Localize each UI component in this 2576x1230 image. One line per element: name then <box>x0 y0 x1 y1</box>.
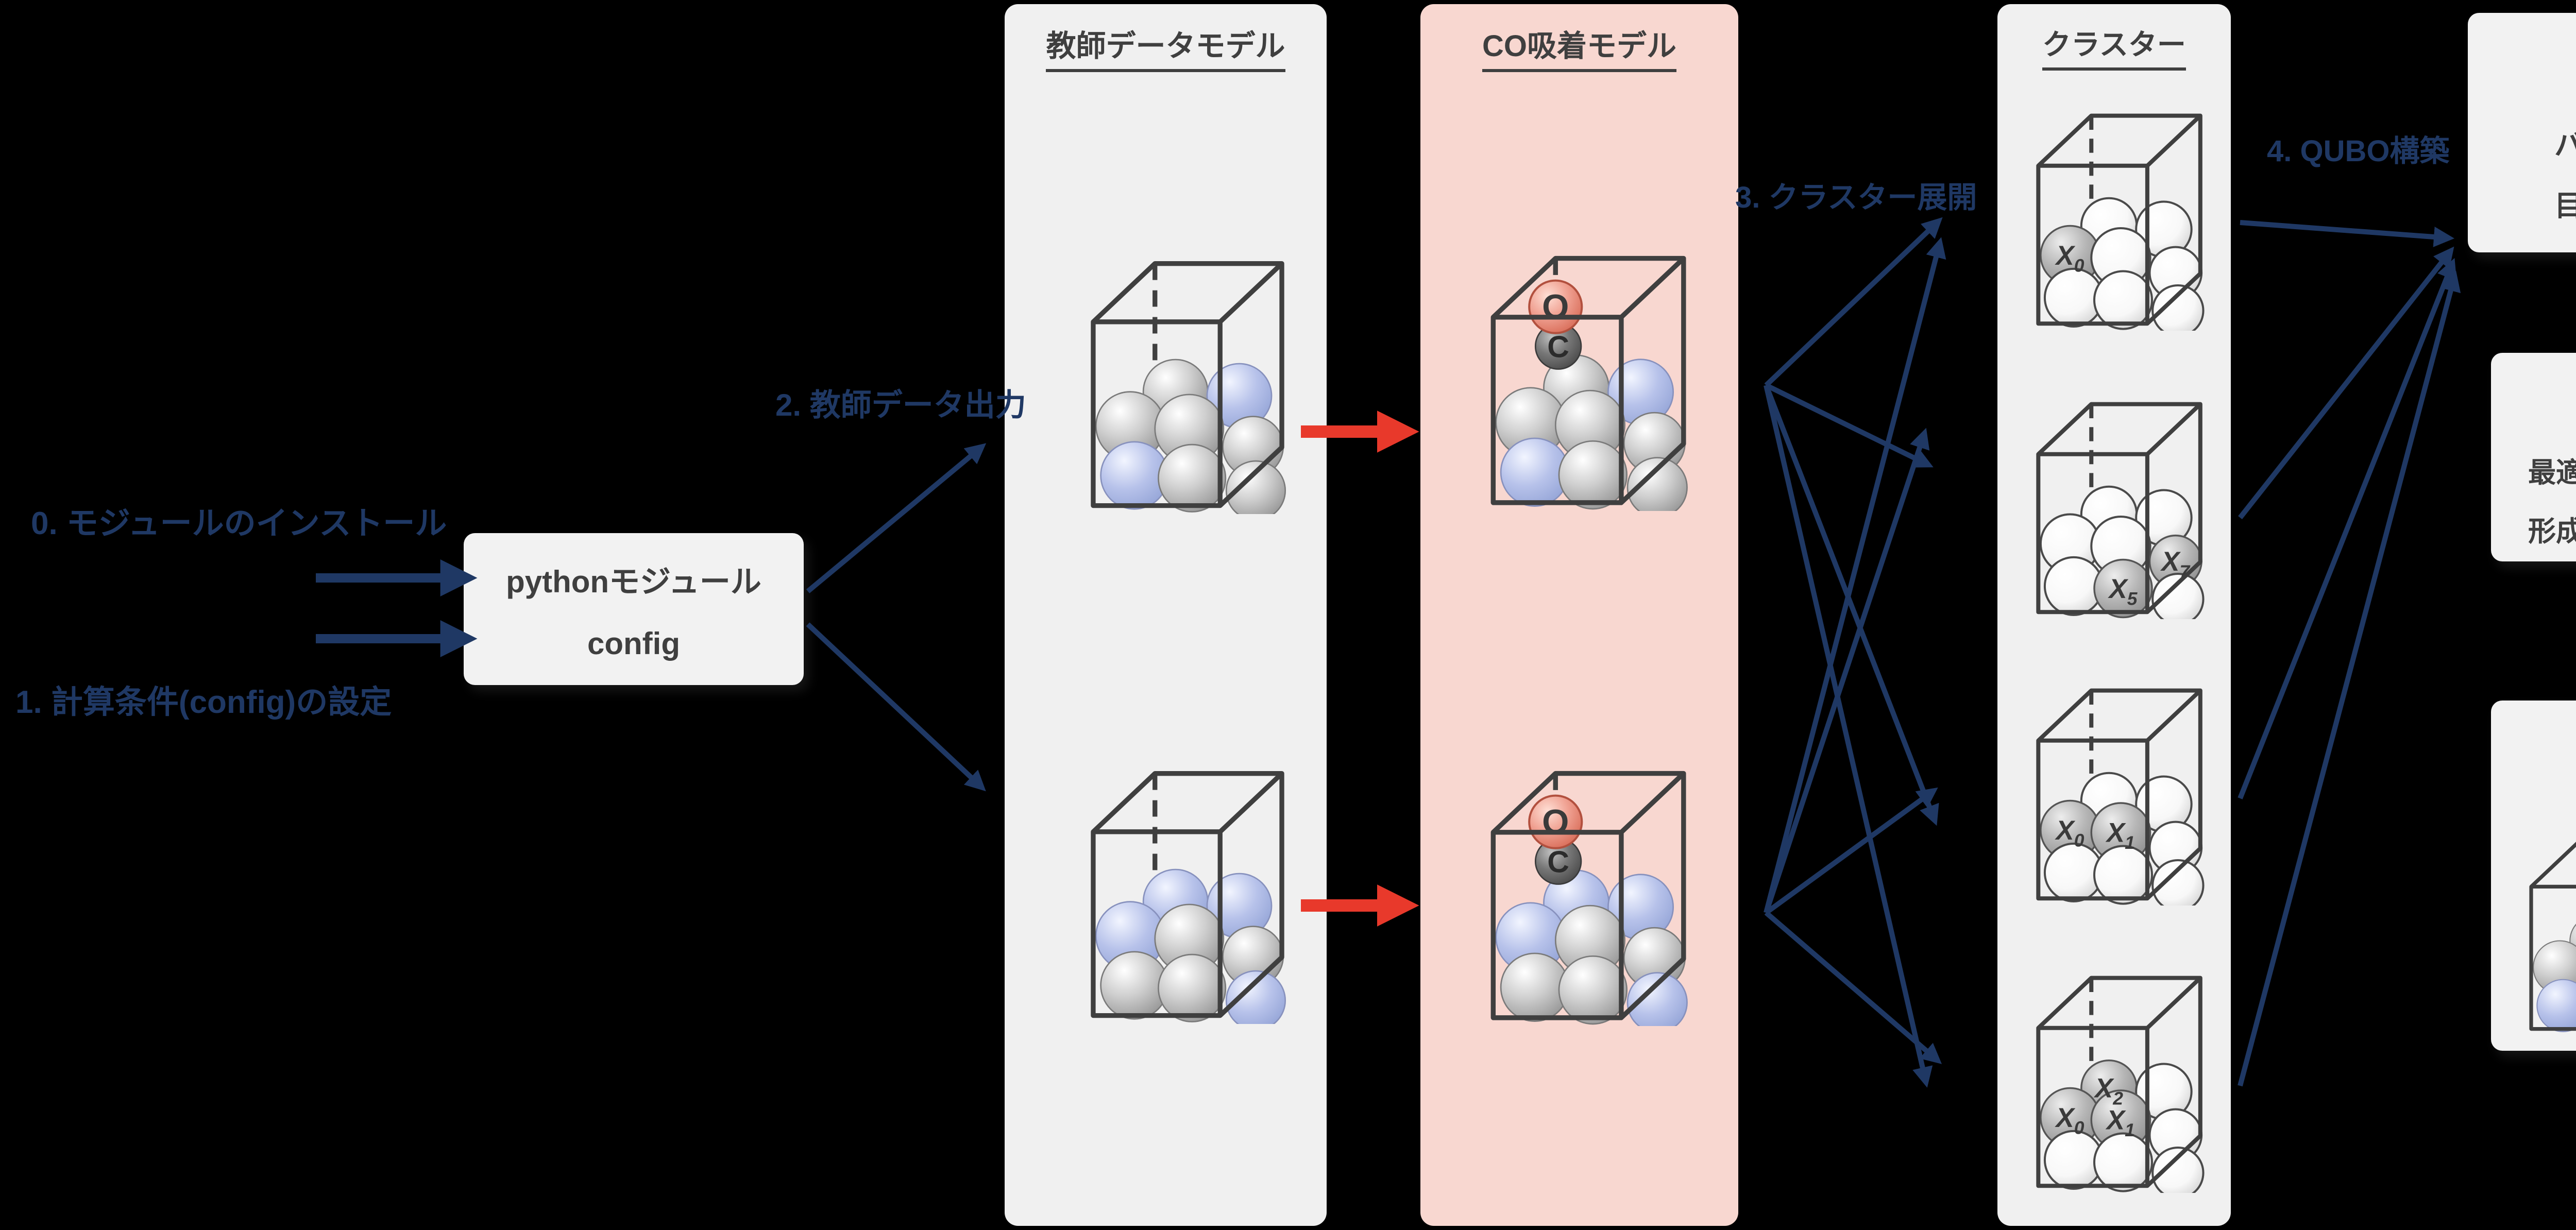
panel-teacher-model: 教師データモデル <box>1005 4 1327 1226</box>
step-3-label: 3. クラスター展開 <box>1735 181 1977 214</box>
visualization-crystal <box>2515 828 2576 1035</box>
qubo-objective-line: 目的関数: 形成エネルギー <box>2554 190 2576 222</box>
optimization-result-box: 最適化結果 最適表面モデル : CIFファイル 形成エネルギー : CSVファイ… <box>2491 353 2576 561</box>
svg-text:C: C <box>1547 330 1569 364</box>
teacher-model-bottom-crystal <box>1073 756 1292 1031</box>
panel-co-adsorption-model: CO吸着モデル <box>1420 4 1738 1226</box>
optimization-result-title: 最適化結果 <box>2491 371 2576 425</box>
step-2-label: 2. 教師データ出力 <box>775 388 1026 422</box>
qubo-binary-label: バイナリ： <box>2554 129 2576 161</box>
svg-text:X1: X1 <box>2105 1105 2135 1140</box>
visualization-title: 物理化学情報の可視化 <box>2491 719 2576 771</box>
config-label: config <box>587 626 680 661</box>
result-csv-line: 形成エネルギー : CSVファイル <box>2528 516 2576 547</box>
step-4-label: 4. QUBO構築 <box>2267 134 2450 168</box>
step-0-label: 0. モジュールのインストール <box>31 506 447 541</box>
svg-text:O: O <box>1542 287 1569 326</box>
panel-cluster-title: クラスター <box>1997 22 2231 71</box>
teacher-model-top-crystal <box>1073 246 1292 521</box>
qubo-matrix-title: QUBO行列 <box>2468 31 2576 86</box>
panel-teacher-title-text: 教師データモデル <box>1046 22 1285 72</box>
panel-co-title-text: CO吸着モデル <box>1482 22 1676 72</box>
result-cif-line: 最適表面モデル : CIFファイル <box>2528 457 2576 488</box>
svg-text:C: C <box>1547 845 1569 879</box>
svg-text:X0: X0 <box>2055 1103 2084 1138</box>
cluster-1-crystal: X0 <box>2021 101 2209 337</box>
step-1-label: 1. 計算条件(config)の設定 <box>15 685 392 720</box>
panel-co-title: CO吸着モデル <box>1420 22 1738 72</box>
svg-text:X1: X1 <box>2105 817 2135 853</box>
panel-cluster-title-text: クラスター <box>2042 22 2186 71</box>
svg-text:O: O <box>1542 802 1569 841</box>
qubo-matrix-box: QUBO行列 バイナリ：金属配置 目的関数: 形成エネルギー <box>2468 13 2576 252</box>
qubo-binary-line: バイナリ：金属配置 <box>2554 122 2576 164</box>
panel-teacher-title: 教師データモデル <box>1005 22 1327 72</box>
python-config-box: pythonモジュール config <box>464 533 804 685</box>
python-module-label: pythonモジュール <box>506 565 761 600</box>
